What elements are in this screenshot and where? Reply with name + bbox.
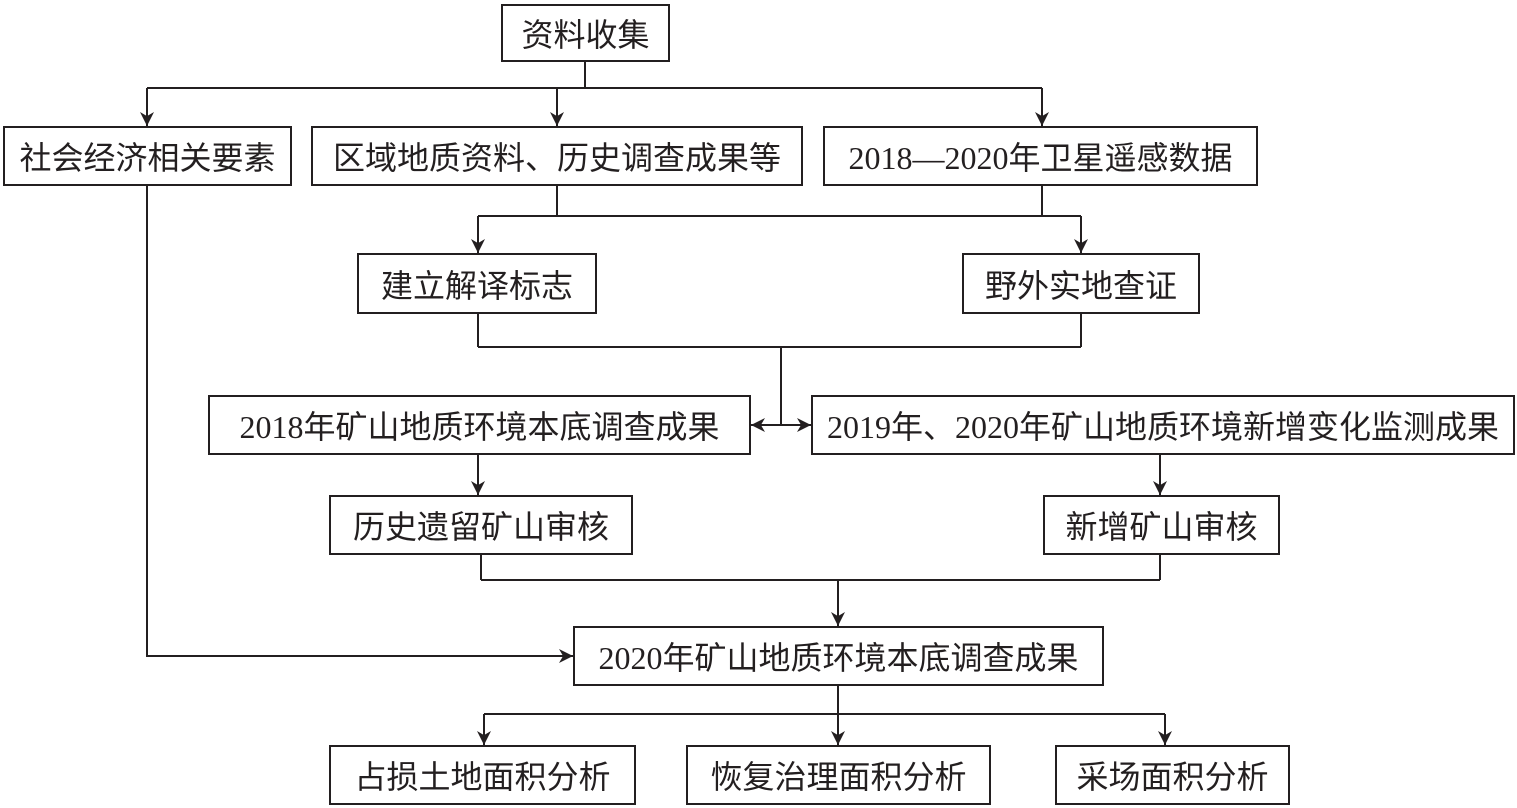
- node-label: 2018—2020年卫星遥感数据: [848, 140, 1233, 176]
- node-label: 采场面积分析: [1076, 759, 1269, 795]
- node-socioeconomic-factors: 社会经济相关要素: [3, 126, 292, 186]
- node-label: 占损土地面积分析: [354, 759, 611, 795]
- node-baseline-2018: 2018年矿山地质环境本底调查成果: [208, 395, 751, 455]
- node-label: 社会经济相关要素: [19, 140, 276, 176]
- node-field-verification: 野外实地查证: [962, 253, 1200, 314]
- node-new-mine-review: 新增矿山审核: [1043, 495, 1280, 555]
- node-baseline-2020: 2020年矿山地质环境本底调查成果: [573, 626, 1104, 686]
- node-data-collection: 资料收集: [501, 4, 670, 62]
- node-label: 历史遗留矿山审核: [352, 509, 609, 545]
- node-regional-geology: 区域地质资料、历史调查成果等: [311, 126, 803, 186]
- node-label: 2020年矿山地质环境本底调查成果: [598, 640, 1079, 676]
- node-label: 野外实地查证: [984, 267, 1177, 304]
- node-label: 区域地质资料、历史调查成果等: [332, 140, 781, 176]
- node-interpretation-marks: 建立解译标志: [357, 253, 597, 314]
- node-label: 2018年矿山地质环境本底调查成果: [239, 409, 720, 445]
- node-land-occupation-analysis: 占损土地面积分析: [329, 745, 636, 805]
- node-label: 资料收集: [521, 17, 650, 53]
- node-stope-area-analysis: 采场面积分析: [1055, 745, 1290, 805]
- node-label: 恢复治理面积分析: [710, 759, 967, 795]
- node-legacy-mine-review: 历史遗留矿山审核: [329, 495, 633, 555]
- node-monitoring-2019-2020: 2019年、2020年矿山地质环境新增变化监测成果: [811, 395, 1515, 455]
- node-satellite-data: 2018—2020年卫星遥感数据: [823, 126, 1258, 186]
- arrow-socioeconomic-to-baseline-2020: [146, 186, 573, 663]
- node-label: 2019年、2020年矿山地质环境新增变化监测成果: [826, 409, 1499, 445]
- node-restoration-analysis: 恢复治理面积分析: [686, 745, 991, 805]
- node-label: 新增矿山审核: [1065, 509, 1258, 545]
- node-label: 建立解译标志: [380, 267, 573, 304]
